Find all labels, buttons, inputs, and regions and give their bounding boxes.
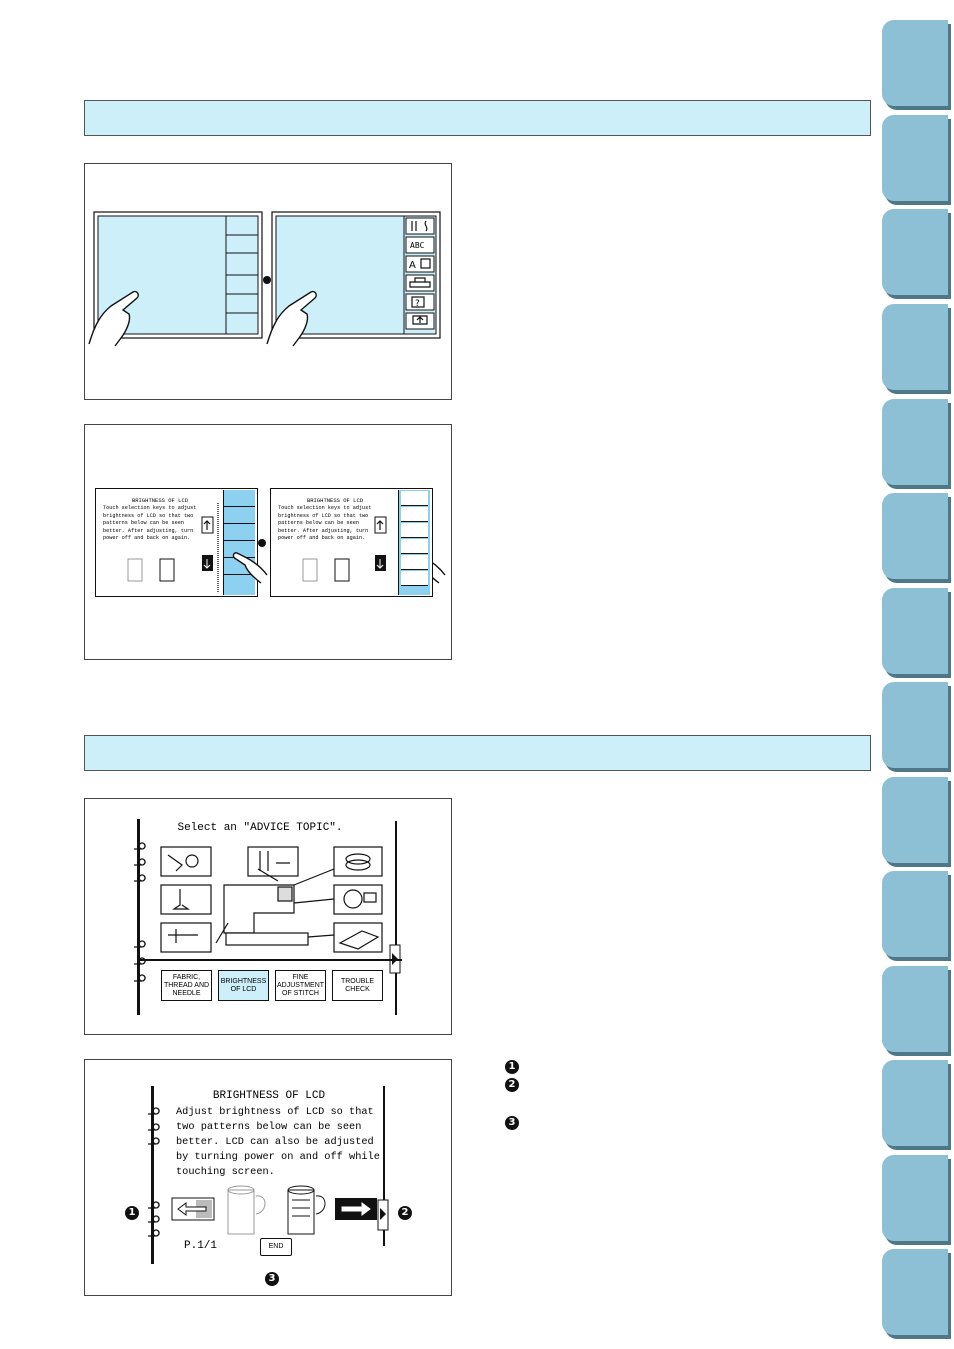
button-brightness-of-lcd[interactable]: BRIGHTNESS OF LCD <box>218 970 269 1001</box>
section-tab-14[interactable] <box>882 1249 948 1335</box>
key-column <box>223 490 255 595</box>
key-column <box>398 490 430 595</box>
brightness-lcd-art <box>148 1086 389 1246</box>
callout-1: 1 <box>125 1206 139 1220</box>
legend-callout-2: 2 <box>505 1078 519 1092</box>
section-tab-7[interactable] <box>882 588 948 674</box>
section-tab-11[interactable] <box>882 966 948 1052</box>
figure-advice-topic: Select an "ADVICE TOPIC". <box>84 798 452 1035</box>
brightness-text: Adjust brightness of LCD so that two pat… <box>176 1106 380 1178</box>
char-key-label: A <box>409 260 416 271</box>
screen-text: Touch selection keys to adjust brightnes… <box>103 505 197 542</box>
screen-text: Touch selection keys to adjust brightnes… <box>278 505 372 542</box>
section-tab-1[interactable] <box>882 20 948 106</box>
button-fabric-thread-needle[interactable]: FABRIC, THREAD AND NEEDLE <box>161 970 212 1001</box>
callout-3: 3 <box>265 1272 279 1286</box>
hand-icon <box>88 290 139 347</box>
advice-topic-screen: Select an "ADVICE TOPIC". <box>134 819 402 1015</box>
figure-touch-screen: ABC A ? <box>84 163 452 400</box>
abc-key-label: ABC <box>410 241 425 250</box>
figure-brightness-lcd-screen: BRIGHTNESS OF LCD Adjust brightness of L… <box>84 1059 452 1296</box>
screen-title: BRIGHTNESS OF LCD <box>131 497 189 504</box>
touch-screen-illustration: ABC A ? <box>88 211 441 347</box>
figure-brightness-adjust: BRIGHTNESS OF LCD Touch selection keys t… <box>84 424 452 660</box>
button-fine-adjustment-of-stitch[interactable]: FINE ADJUSTMENT OF STITCH <box>275 970 326 1001</box>
section-header-band-2 <box>84 735 871 771</box>
advice-buttons: FABRIC, THREAD AND NEEDLE BRIGHTNESS OF … <box>140 959 402 1015</box>
section-tab-3[interactable] <box>882 209 948 295</box>
legend-callout-1: 1 <box>505 1060 519 1074</box>
brightness-screen-right-art <box>302 516 387 582</box>
brightness-screen-left: BRIGHTNESS OF LCD Touch selection keys t… <box>95 488 258 597</box>
section-tab-4[interactable] <box>882 304 948 390</box>
section-tab-5[interactable] <box>882 399 948 485</box>
page-indicator: P.1/1 <box>184 1240 218 1252</box>
section-tab-10[interactable] <box>882 871 948 957</box>
section-tab-6[interactable] <box>882 493 948 579</box>
section-tab-8[interactable] <box>882 682 948 768</box>
advice-screen-illustration <box>134 821 401 1015</box>
brightness-screen-left-art <box>127 503 219 593</box>
section-tab-13[interactable] <box>882 1155 948 1241</box>
hand-icon <box>266 290 317 347</box>
section-header-band-1 <box>84 100 871 136</box>
screen-title: BRIGHTNESS OF LCD <box>306 497 364 504</box>
section-tab-2[interactable] <box>882 115 948 201</box>
section-tab-12[interactable] <box>882 1060 948 1146</box>
callout-2: 2 <box>398 1206 412 1220</box>
advice-screen-title: Select an "ADVICE TOPIC". <box>177 822 343 834</box>
brightness-title: BRIGHTNESS OF LCD <box>212 1090 326 1102</box>
button-trouble-check[interactable]: TROUBLE CHECK <box>332 970 383 1001</box>
brightness-screen-right: BRIGHTNESS OF LCD Touch selection keys t… <box>270 488 433 597</box>
legend-callout-3: 3 <box>505 1116 519 1130</box>
end-button[interactable]: END <box>260 1238 292 1256</box>
section-tab-9[interactable] <box>882 777 948 863</box>
brightness-lcd-screen: BRIGHTNESS OF LCD Adjust brightness of L… <box>148 1086 389 1264</box>
help-key-label: ? <box>415 299 420 309</box>
